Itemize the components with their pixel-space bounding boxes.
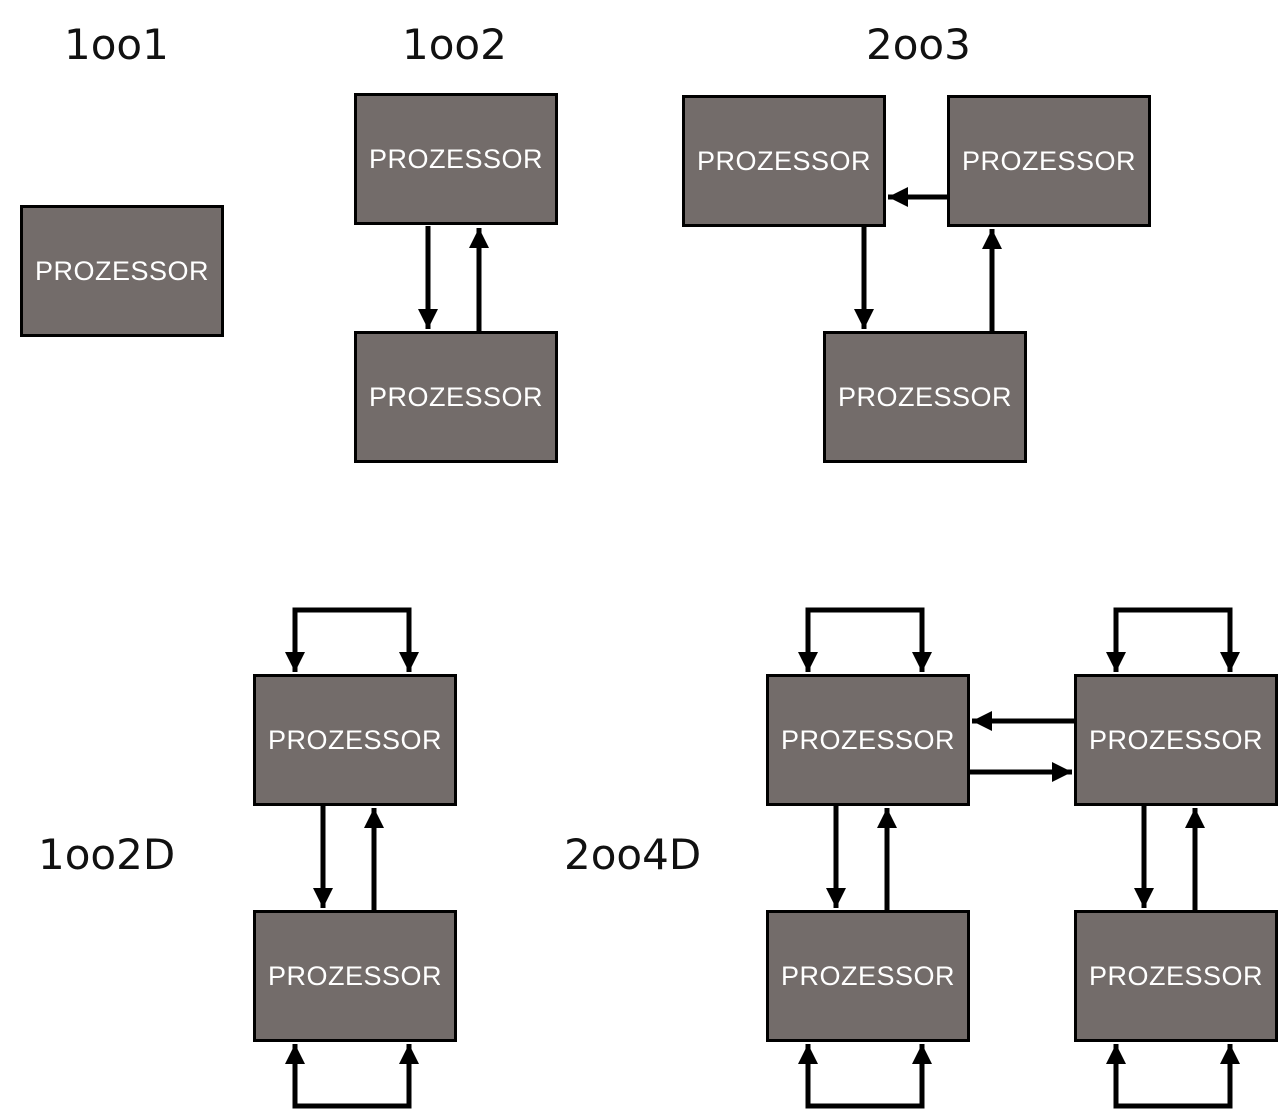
loop-2oo4d-bottom-right: [1113, 1044, 1240, 1109]
label-2oo4d: 2oo4D: [564, 830, 702, 879]
processor-label: PROZESSOR: [780, 960, 956, 991]
label-2oo3: 2oo3: [866, 20, 971, 69]
processor-1oo2d-top: PROZESSOR: [253, 674, 457, 806]
processor-label: PROZESSOR: [34, 255, 210, 286]
processor-label: PROZESSOR: [368, 143, 544, 174]
processor-label: PROZESSOR: [267, 724, 443, 755]
processor-label: PROZESSOR: [780, 724, 956, 755]
processor-2oo3-bottom: PROZESSOR: [823, 331, 1027, 463]
loop-1oo2d-top: [292, 607, 419, 672]
processor-2oo4d-top-right: PROZESSOR: [1074, 674, 1278, 806]
label-1oo1: 1oo1: [64, 20, 169, 69]
loop-2oo4d-top-left: [805, 607, 932, 672]
processor-label: PROZESSOR: [267, 960, 443, 991]
processor-1oo1: PROZESSOR: [20, 205, 224, 337]
processor-label: PROZESSOR: [696, 145, 872, 176]
label-1oo2d: 1oo2D: [38, 830, 176, 879]
processor-2oo3-right: PROZESSOR: [947, 95, 1151, 227]
loop-2oo4d-bottom-left: [805, 1044, 932, 1109]
processor-2oo3-left: PROZESSOR: [682, 95, 886, 227]
processor-1oo2-bottom: PROZESSOR: [354, 331, 558, 463]
label-1oo2: 1oo2: [402, 20, 507, 69]
processor-2oo4d-bottom-right: PROZESSOR: [1074, 910, 1278, 1042]
processor-1oo2-top: PROZESSOR: [354, 93, 558, 225]
processor-label: PROZESSOR: [368, 381, 544, 412]
processor-label: PROZESSOR: [1088, 724, 1264, 755]
processor-2oo4d-bottom-left: PROZESSOR: [766, 910, 970, 1042]
processor-2oo4d-top-left: PROZESSOR: [766, 674, 970, 806]
processor-1oo2d-bottom: PROZESSOR: [253, 910, 457, 1042]
processor-label: PROZESSOR: [961, 145, 1137, 176]
processor-label: PROZESSOR: [837, 381, 1013, 412]
loop-2oo4d-top-right: [1113, 607, 1240, 672]
processor-label: PROZESSOR: [1088, 960, 1264, 991]
loop-1oo2d-bottom: [292, 1044, 419, 1109]
